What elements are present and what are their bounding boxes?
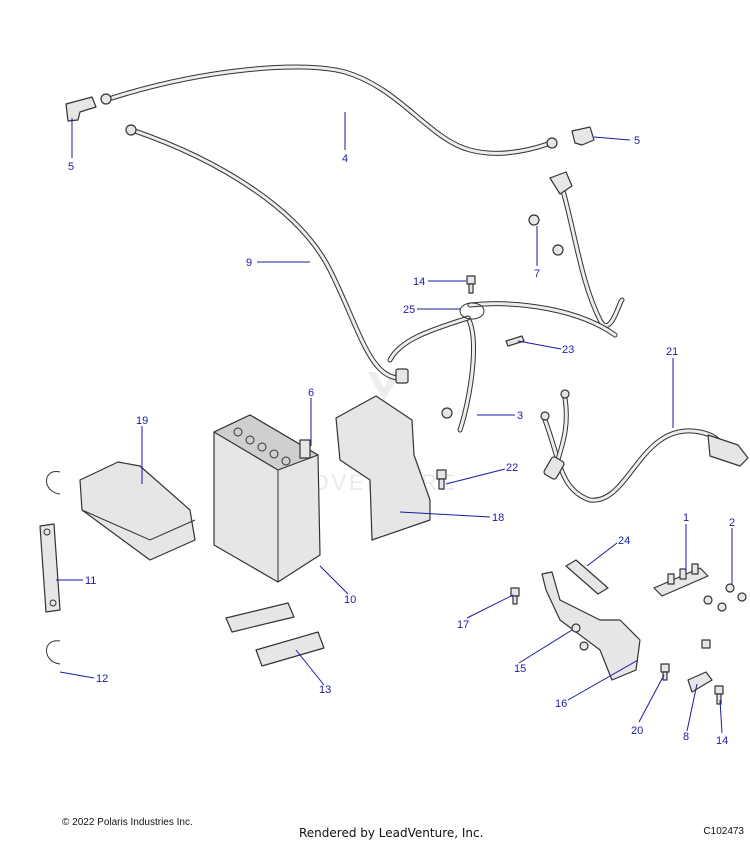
part-12-clips bbox=[46, 471, 61, 665]
part-18-battery-bracket bbox=[335, 395, 431, 541]
callout-12: 12 bbox=[96, 673, 108, 685]
part-9-cable bbox=[125, 124, 409, 384]
part-10-battery bbox=[213, 414, 321, 583]
callout-19: 19 bbox=[136, 415, 148, 427]
part-2-nuts bbox=[703, 583, 747, 612]
callout-18: 18 bbox=[492, 512, 504, 524]
callout-16: 16 bbox=[555, 698, 567, 710]
callout-6: 6 bbox=[308, 387, 314, 399]
callout-3: 3 bbox=[517, 410, 523, 422]
callout-24: 24 bbox=[618, 535, 630, 547]
callout-14-top: 14 bbox=[413, 276, 425, 288]
callout-1: 1 bbox=[683, 512, 689, 524]
callout-21: 21 bbox=[666, 346, 678, 358]
part-13-pads bbox=[225, 602, 325, 667]
part-4-cable bbox=[100, 64, 558, 156]
part-11-strap bbox=[39, 523, 61, 613]
part-7-nuts bbox=[528, 214, 564, 256]
callout-20: 20 bbox=[631, 725, 643, 737]
callout-17: 17 bbox=[457, 619, 469, 631]
copyright-text: © 2022 Polaris Industries Inc. bbox=[62, 817, 193, 828]
callout-4: 4 bbox=[342, 153, 348, 165]
callout-11: 11 bbox=[85, 575, 96, 587]
callout-8: 8 bbox=[683, 731, 689, 743]
callout-10: 10 bbox=[344, 594, 356, 606]
callout-5-left: 5 bbox=[68, 161, 74, 173]
part-15-nut bbox=[571, 623, 589, 651]
part-8-strap bbox=[687, 639, 713, 693]
battery-cells bbox=[233, 427, 291, 466]
part-19-battery-cover bbox=[79, 461, 196, 561]
callout-7: 7 bbox=[534, 268, 540, 280]
callout-labels: 5 4 5 9 7 14 25 23 21 6 19 3 22 18 1 2 2… bbox=[68, 135, 735, 747]
part-20-screw bbox=[660, 663, 670, 681]
part-24-sleeve bbox=[565, 559, 609, 595]
callout-14-bottom: 14 bbox=[716, 735, 728, 747]
callout-2: 2 bbox=[729, 517, 735, 529]
callout-25: 25 bbox=[403, 304, 415, 316]
part-22-screw bbox=[436, 469, 447, 490]
part-14-bolt-bottom bbox=[714, 685, 724, 705]
callout-13: 13 bbox=[319, 684, 331, 696]
callout-15: 15 bbox=[514, 663, 526, 675]
part-17-screw bbox=[510, 587, 520, 605]
callout-22: 22 bbox=[506, 462, 518, 474]
part-16-mount-bracket bbox=[541, 571, 641, 681]
callout-5-right: 5 bbox=[634, 135, 640, 147]
part-5-terminal-cap-right bbox=[571, 126, 595, 146]
leader-lines bbox=[56, 112, 733, 734]
part-1-terminal-block bbox=[653, 563, 709, 597]
part-5-terminal-cap-left bbox=[65, 96, 97, 122]
diagram-code: C102473 bbox=[703, 826, 744, 837]
callout-23: 23 bbox=[562, 344, 574, 356]
part-21-accessory-lead bbox=[540, 389, 749, 503]
part-3-wiring-harness bbox=[387, 171, 625, 433]
part-23-clip bbox=[505, 335, 525, 347]
callout-9: 9 bbox=[246, 257, 252, 269]
rendered-by-text: Rendered by LeadVenture, Inc. bbox=[299, 826, 484, 840]
part-14-bolt-top bbox=[466, 275, 476, 294]
